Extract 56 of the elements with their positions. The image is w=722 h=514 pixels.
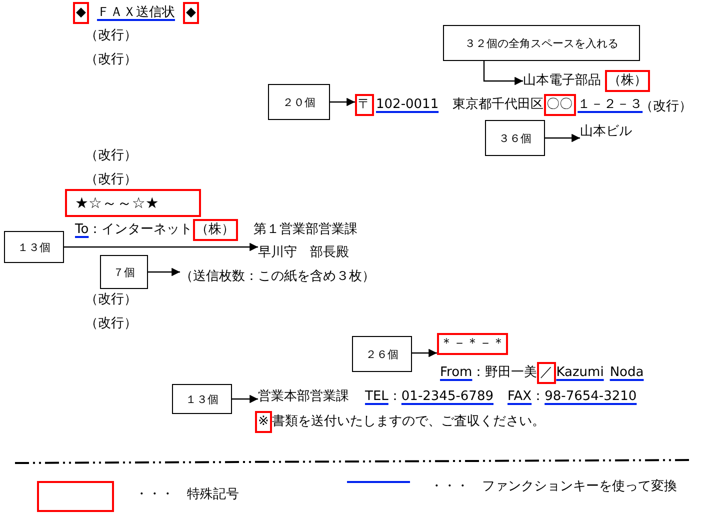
- underlined-word: 98-7654-3210: [544, 388, 637, 406]
- text-line: （改行）: [85, 51, 137, 69]
- arrow: [330, 98, 355, 106]
- underlined-word: ＦＡＸ送信状: [97, 4, 175, 22]
- underlined-word: Kazumi: [556, 364, 604, 382]
- boxed-symbol: 〇〇: [544, 94, 576, 116]
- text-line: 東京都千代田区: [452, 96, 544, 114]
- arrow: [148, 268, 180, 276]
- arrow: [412, 348, 437, 358]
- boxed-symbol: ※: [255, 411, 272, 433]
- text-line: 山本ビル: [580, 123, 632, 141]
- underlined-word: 102-0011: [376, 96, 439, 114]
- boxed-symbol: ／: [537, 362, 556, 384]
- text-line: 営業本部営業課: [258, 388, 349, 406]
- count-box: ２６個: [352, 336, 412, 372]
- boxed-symbol: ＊－＊－＊: [437, 333, 508, 355]
- arrow: [232, 394, 258, 404]
- text-line: （改行）: [85, 27, 137, 45]
- text-line: 早川守 部長殿: [258, 244, 349, 262]
- underlined-word: From: [440, 364, 472, 382]
- text-line: （改行）: [85, 315, 137, 333]
- boxed-symbol: （株）: [192, 219, 238, 241]
- text-line: 山本電子部品: [523, 72, 601, 90]
- underlined-word: FAX: [508, 388, 532, 406]
- text-line: ：: [388, 388, 402, 406]
- boxed-symbol: ★☆～～☆★: [65, 189, 201, 217]
- count-box: １３個: [4, 231, 64, 263]
- count-box: １３個: [172, 384, 232, 414]
- legend-text: ・・・ 特殊記号: [135, 486, 239, 504]
- arrow: [64, 242, 258, 252]
- count-box: ７個: [100, 255, 148, 289]
- text-line: ：野田一美: [472, 364, 538, 382]
- underlined-word: To: [75, 221, 89, 239]
- boxed-symbol: ◆: [183, 2, 199, 24]
- arrow: [545, 134, 580, 142]
- text-line: （改行）: [85, 291, 137, 309]
- boxed-symbol: （株）: [605, 70, 650, 92]
- text-line: ：インターネット: [88, 221, 193, 239]
- underlined-word: 01-2345-6789: [401, 388, 494, 406]
- legend-text: ・・・ ファンクションキーを使って変換: [430, 478, 677, 496]
- count-box: ２０個: [268, 84, 330, 120]
- underlined-word: TEL: [365, 388, 388, 406]
- text-line: （改行）: [640, 98, 692, 116]
- text-line: （送信枚数：この紙を含め３枚）: [180, 268, 375, 286]
- text-line: 第１営業部営業課: [254, 221, 358, 239]
- text-line: ：: [532, 388, 545, 406]
- note-box: ３２個の全角スペースを入れる: [443, 25, 640, 61]
- underlined-word: １－２－３: [578, 96, 643, 114]
- text-line: 書類を送付いたしますので、ご査収ください。: [272, 413, 545, 431]
- arrow: [483, 61, 523, 86]
- count-box: ３６個: [485, 120, 545, 156]
- underlined-word: Noda: [610, 364, 644, 382]
- text-line: （改行）: [85, 171, 137, 189]
- boxed-symbol: ◆: [73, 2, 89, 24]
- text-line: （改行）: [85, 147, 137, 165]
- boxed-symbol: 〒: [355, 94, 374, 116]
